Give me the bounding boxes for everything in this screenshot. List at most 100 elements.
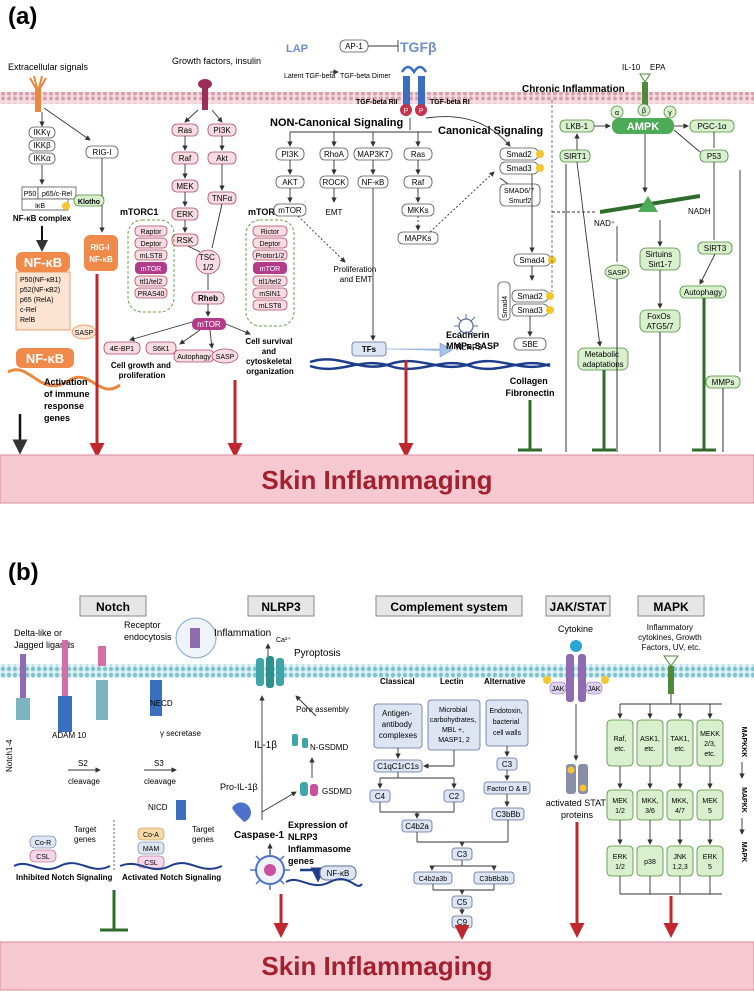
nlrp3-header xyxy=(247,595,315,617)
mapkkk-node-2 xyxy=(666,719,694,767)
tgfbr2-label: TGF-beta RII xyxy=(356,99,398,106)
c3bbb3b-label: C3bBb3b xyxy=(479,876,508,883)
csl-left-label: CSL xyxy=(36,854,50,861)
ikkb-label: IKKβ xyxy=(33,141,51,150)
svg-text:mTOR: mTOR xyxy=(141,266,161,273)
metabolic-label: Metabolic adaptations xyxy=(582,350,623,369)
c3bbb-label: C3bBb xyxy=(496,810,521,819)
mmps-label: MMPs xyxy=(712,378,735,387)
svg-text:Rictor: Rictor xyxy=(261,229,280,236)
svg-text:P: P xyxy=(419,108,424,115)
endotoxin-label: Endotoxin, bacterial cell walls xyxy=(489,708,524,737)
receptor-icon xyxy=(29,75,47,112)
c3-mid-label: C3 xyxy=(457,850,468,859)
rsk-label: RSK xyxy=(177,236,194,245)
mtorc2-title: mTORC2 xyxy=(248,207,286,217)
rig-i-nfkb-node xyxy=(84,235,118,271)
mapkk-label-2: MKK,4/7 xyxy=(671,798,688,815)
nad-label: NAD⁺ xyxy=(594,219,615,228)
mapk-node-3 xyxy=(696,845,724,877)
panel-a-letter: (a) xyxy=(8,3,37,30)
mam-label: MAM xyxy=(143,846,160,853)
tnfa-label: TNFα xyxy=(212,194,233,203)
pgc-label: PGC-1α xyxy=(697,122,726,131)
ras-label: Ras xyxy=(178,126,192,135)
coa-label: Co-A xyxy=(143,832,159,839)
notch14-label: Notch1-4 xyxy=(5,739,14,772)
nfkb-complex-label: NF-κB complex xyxy=(13,214,72,223)
nlrp3-header-label: NLRP3 xyxy=(261,600,301,614)
nfkb-main-label: NF-κB xyxy=(24,255,62,270)
c3-top-label: C3 xyxy=(502,760,513,769)
inflammation-label: Inflammation xyxy=(214,628,271,639)
cytokine-icon xyxy=(570,640,582,652)
target-genes-right-label: Target genes xyxy=(192,825,216,844)
gsdmd-label: GSDMD xyxy=(322,787,352,796)
foxo-label: FoxOs ATG5/7 xyxy=(647,312,675,331)
mapk-node-0 xyxy=(606,845,634,877)
rsk-node xyxy=(171,233,199,247)
coa-node xyxy=(137,827,165,841)
microbial-label: Microbial carbohydrates, MBL +, MASP1, 2 xyxy=(430,707,478,744)
ampk-node xyxy=(612,118,674,134)
tsc-label: TSC 1/2 xyxy=(199,253,217,272)
epa-label: EPA xyxy=(650,63,666,72)
smad2-nuc-label: Smad2 xyxy=(517,292,543,301)
nlrp3-a-label: NLRP3 xyxy=(456,343,482,352)
antigen-complex-label: Antigen- antibody complexes xyxy=(379,709,417,740)
sirt1-label: SIRT1 xyxy=(564,152,587,161)
lectin-label: Lectin xyxy=(440,677,464,686)
nlrp3-a-icon xyxy=(454,314,478,338)
svg-text:Deptor: Deptor xyxy=(140,241,162,248)
jak-receptor-icon xyxy=(566,654,574,702)
dna-a-icon xyxy=(7,368,121,391)
svg-text:mTOR: mTOR xyxy=(260,266,280,273)
rhoa-label: RhoA xyxy=(324,150,345,159)
ecadherin-label: Ecadherin MMPs,SASP xyxy=(446,330,499,351)
s6k1-node xyxy=(145,341,177,355)
caspase-1-label: Caspase-1 xyxy=(234,830,284,841)
latent-label: Latent TGF-beta xyxy=(284,73,335,80)
classical-label: Classical xyxy=(380,677,415,686)
ikkb-node xyxy=(28,139,56,152)
ampk-label: AMPK xyxy=(627,121,659,133)
jak-right-node xyxy=(585,681,603,695)
cytokine-label: Cytokine xyxy=(558,624,593,634)
panel-b: (b) Notch NLRP3 Complement system JAK/ST… xyxy=(0,559,754,940)
c4b2a-label: C4b2a xyxy=(405,822,429,831)
phospho-icon xyxy=(62,202,70,210)
autophagy-a-label: Autophagy xyxy=(177,354,211,361)
skin-inflammaging-banner-b xyxy=(0,941,754,991)
tgfb-receptor-icon: P P xyxy=(400,65,428,116)
inflammaging-arrows-a xyxy=(12,164,724,458)
inhibited-notch-label: Inhibited Notch Signaling xyxy=(16,873,113,882)
necd-label: NECD xyxy=(150,699,173,708)
receptor-endocytosis-label: Receptor endocytosis xyxy=(124,620,172,642)
p53-label: P53 xyxy=(707,152,722,161)
mtor-a-node xyxy=(192,318,226,330)
il10-receptor-icon xyxy=(642,82,648,106)
mkks-label: MKKs xyxy=(407,206,428,215)
chronic-inflammation-label: Chronic Inflammation xyxy=(522,84,625,95)
activated-notch-label: Activated Notch Signaling xyxy=(122,873,221,882)
p50-label: P50 xyxy=(24,191,37,198)
adam10-label: ADAM 10 xyxy=(52,731,87,740)
c1q-label: C1qC1rC1s xyxy=(377,762,419,771)
svg-text:mLST8: mLST8 xyxy=(259,303,282,310)
4ebp1-node xyxy=(103,341,141,355)
svg-text:Deptor: Deptor xyxy=(259,241,281,248)
tgfbr1-label: TGF-beta RI xyxy=(430,99,470,106)
notch-header-label: Notch xyxy=(96,600,130,614)
inflammatory-cytokines-label: Inflammatory cytokines, Growth Factors, … xyxy=(638,623,704,652)
sbe-label: SBE xyxy=(522,340,538,349)
lap-label: LAP xyxy=(286,43,308,55)
banner-b-label: Skin Inflammaging xyxy=(261,951,492,981)
il1b-label: IL-1β xyxy=(254,740,277,751)
svg-text:P: P xyxy=(404,108,409,115)
jak-left-node xyxy=(549,681,567,695)
mapk-header-label: MAPK xyxy=(653,600,689,614)
il10-label: IL-10 xyxy=(622,63,641,72)
